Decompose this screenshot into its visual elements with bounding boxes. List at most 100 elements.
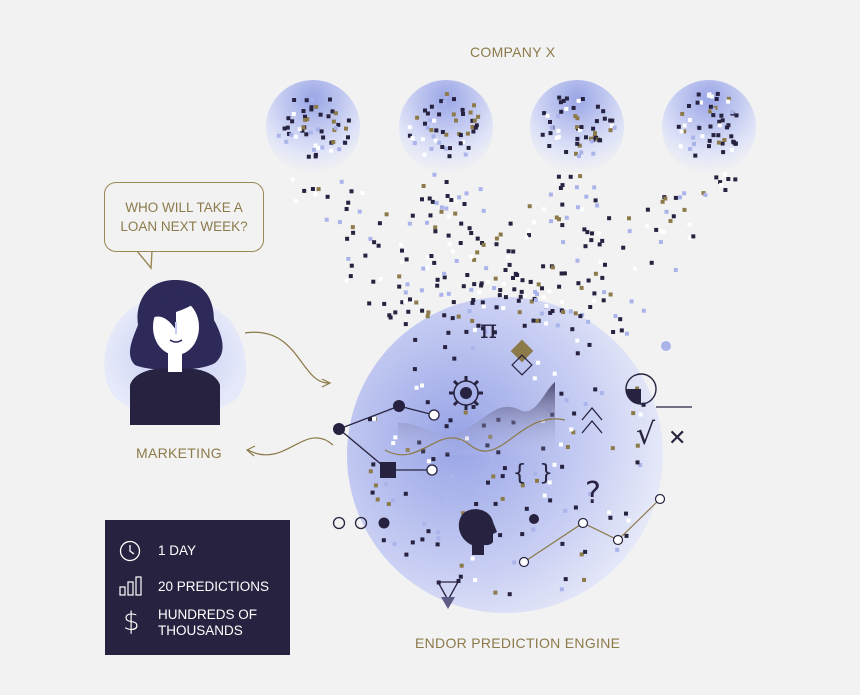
- particle: [673, 195, 678, 200]
- particle: [631, 411, 636, 416]
- particle: [564, 150, 569, 154]
- particle: [308, 130, 313, 135]
- particle: [688, 235, 693, 240]
- particle: [554, 215, 559, 220]
- particle: [535, 292, 539, 297]
- particle: [593, 131, 597, 136]
- particle: [473, 578, 478, 582]
- particle: [284, 139, 289, 144]
- particle: [678, 144, 683, 149]
- particle: [638, 412, 643, 417]
- particle: [610, 124, 614, 128]
- particle: [376, 243, 381, 248]
- particle: [303, 114, 307, 119]
- particle: [439, 99, 444, 104]
- person-bangs: [152, 295, 200, 330]
- particle: [624, 331, 629, 336]
- particle: [641, 308, 646, 313]
- particle: [331, 119, 336, 124]
- particle: [559, 109, 564, 114]
- particle: [370, 490, 375, 495]
- particle: [693, 153, 698, 158]
- pi-symbol: π: [480, 315, 497, 345]
- particle: [658, 229, 663, 233]
- particle: [593, 271, 598, 276]
- person-mouth: [169, 339, 183, 343]
- particle: [442, 313, 447, 318]
- node: [378, 517, 390, 529]
- particle: [346, 256, 351, 261]
- particle: [562, 271, 567, 276]
- particle: [687, 118, 692, 122]
- line-chart-right: [523, 498, 661, 563]
- particle: [535, 318, 540, 323]
- particle: [473, 125, 478, 130]
- node: [577, 517, 589, 529]
- particle: [517, 275, 522, 280]
- particle: [548, 498, 553, 503]
- particle: [414, 300, 419, 305]
- particle: [373, 483, 378, 488]
- particle: [432, 172, 437, 177]
- particle: [464, 329, 469, 334]
- chevron-up-icon: [581, 406, 603, 434]
- particle: [384, 212, 389, 217]
- particle: [709, 94, 714, 99]
- particle: [346, 200, 351, 205]
- particle: [478, 187, 483, 192]
- particle: [316, 145, 321, 150]
- particle: [456, 314, 461, 319]
- particle: [607, 216, 612, 221]
- particle: [590, 231, 594, 236]
- particle: [602, 290, 607, 295]
- particle: [348, 274, 353, 279]
- particle: [442, 100, 447, 105]
- particle: [503, 295, 508, 300]
- particle: [301, 125, 306, 130]
- particle: [579, 125, 584, 129]
- particle: [344, 207, 349, 211]
- particle: [444, 206, 449, 211]
- particle: [292, 98, 297, 102]
- particle: [357, 209, 362, 214]
- particle: [589, 139, 594, 144]
- speech-bubble-tail: [136, 250, 153, 270]
- particle: [457, 195, 462, 200]
- particle: [459, 563, 464, 568]
- particle: [410, 136, 415, 141]
- particle: [477, 290, 482, 295]
- arrow-to-engine-head: [321, 378, 332, 388]
- particle: [447, 214, 452, 219]
- particle: [582, 227, 587, 232]
- particle: [575, 141, 580, 146]
- particle: [326, 114, 331, 119]
- particle: [430, 199, 435, 204]
- particle: [291, 111, 296, 116]
- particle: [470, 318, 475, 323]
- particle: [544, 304, 549, 308]
- particle: [644, 223, 649, 228]
- particle: [480, 300, 485, 305]
- particle: [522, 323, 527, 328]
- data-source-1: [266, 80, 360, 174]
- node: [393, 400, 405, 412]
- particle: [393, 310, 398, 315]
- particle: [412, 141, 417, 146]
- arrow-to-engine: [244, 331, 331, 384]
- particle: [410, 213, 415, 218]
- particle: [577, 154, 581, 158]
- particle: [516, 298, 521, 303]
- particle: [597, 242, 602, 247]
- particle: [433, 229, 438, 234]
- particle: [578, 314, 583, 319]
- info-predictions-text: 20 PREDICTIONS: [158, 579, 270, 594]
- particle: [399, 260, 404, 265]
- particle: [465, 399, 470, 404]
- particle: [682, 191, 687, 196]
- particle: [460, 140, 465, 144]
- node: [518, 556, 530, 568]
- particle: [479, 283, 484, 288]
- particle: [454, 118, 458, 123]
- particle: [503, 268, 508, 272]
- particle: [682, 207, 687, 212]
